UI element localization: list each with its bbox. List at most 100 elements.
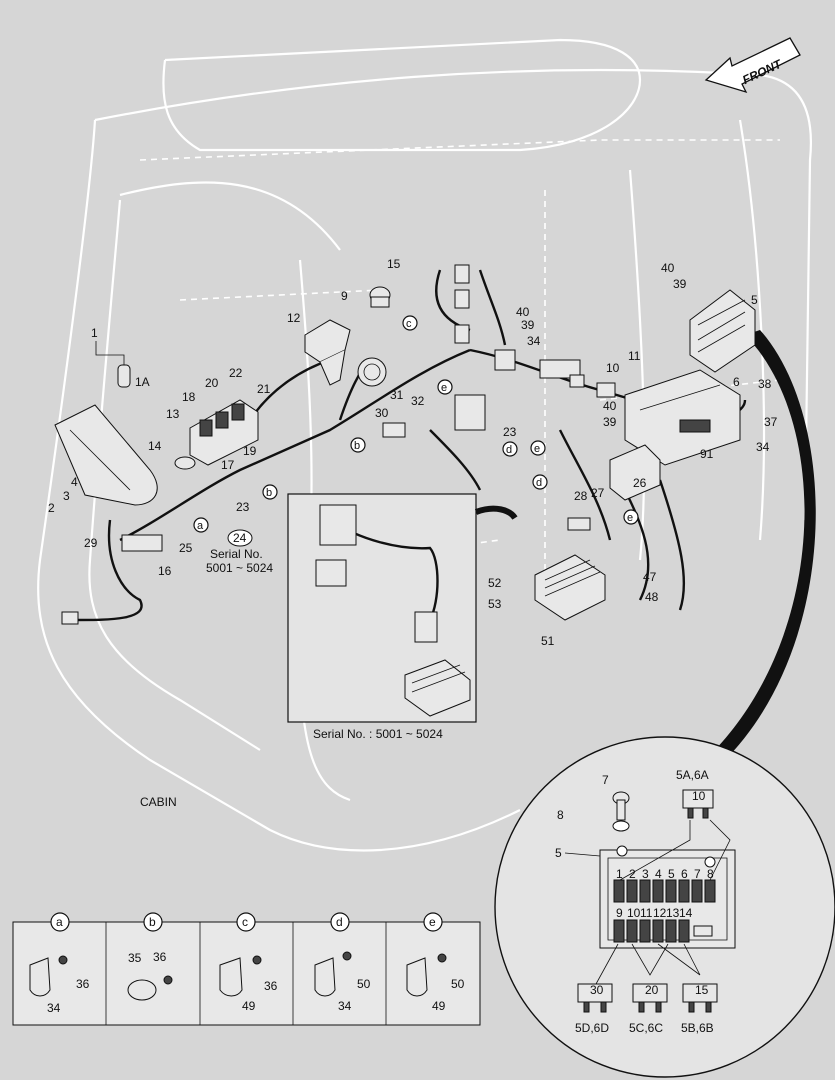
callouts: 1 1A 2 3 4 5 6 9 10 11 12 13 14 15 16 17…	[48, 257, 778, 651]
svg-text:10: 10	[627, 906, 641, 920]
cabin-label: CABIN	[140, 795, 177, 809]
clip-ref-e-2: e	[534, 443, 540, 455]
svg-text:34: 34	[338, 999, 352, 1013]
svg-text:50: 50	[451, 977, 465, 991]
callout-39-b: 39	[521, 318, 535, 332]
svg-text:12: 12	[653, 906, 667, 920]
converter-51	[534, 554, 606, 621]
callout-20: 20	[205, 376, 219, 390]
serial-note-inset: Serial No. : 5001 ~ 5024	[313, 727, 443, 741]
svg-text:b: b	[149, 915, 156, 929]
callout-27: 27	[591, 486, 605, 500]
callout-40-b: 40	[516, 305, 530, 319]
svg-text:50: 50	[357, 977, 371, 991]
callout-17: 17	[221, 458, 235, 472]
callout-9: 9	[341, 289, 348, 303]
clip-ref-c: c	[406, 318, 412, 330]
callout-23-right: 23	[503, 425, 517, 439]
clip-ref-d-1: d	[506, 444, 512, 456]
fuse-10a: 10 5A,6A	[619, 768, 731, 881]
svg-text:1: 1	[616, 867, 623, 881]
callout-37: 37	[764, 415, 778, 429]
svg-text:36: 36	[153, 950, 167, 964]
callout-2: 2	[48, 501, 55, 515]
legend-cell-d: d 50 34	[314, 912, 371, 1013]
svg-text:c: c	[242, 915, 248, 929]
callout-22: 22	[229, 366, 243, 380]
fuse-detail-circle: 1 2 3 4 5 6 7 8 9 10 11 12 13 14 7 8 5 1…	[494, 736, 835, 1078]
legend-cell-e: e 50 49	[406, 912, 465, 1013]
connector-block	[567, 517, 591, 531]
svg-text:7: 7	[694, 867, 701, 881]
callout-38: 38	[758, 377, 772, 391]
callout-16: 16	[158, 564, 172, 578]
inset-serial-box: Serial No. : 5001 ~ 5024	[287, 493, 518, 741]
callout-91: 91	[700, 447, 714, 461]
callout-19: 19	[243, 444, 257, 458]
svg-text:13: 13	[666, 906, 680, 920]
svg-text:49: 49	[432, 999, 446, 1013]
fuse-slots-bottom	[613, 919, 713, 943]
serial-note-line2: 5001 ~ 5024	[206, 561, 273, 575]
legend-cell-c: c 36 49	[219, 912, 278, 1013]
callout-29: 29	[84, 536, 98, 550]
svg-text:15: 15	[695, 983, 709, 997]
callout-39-a: 39	[673, 277, 687, 291]
svg-text:a: a	[56, 915, 63, 929]
controller-91	[624, 369, 741, 466]
serial-ref-24: 24	[233, 531, 247, 545]
callout-14: 14	[148, 439, 162, 453]
callout-18: 18	[182, 390, 196, 404]
callout-1: 1	[91, 326, 98, 340]
relay-module	[609, 444, 661, 501]
svg-text:35: 35	[128, 951, 142, 965]
clip-ref-d-2: d	[536, 477, 542, 489]
fuse-slots-top	[613, 879, 716, 903]
fuse-label-5a6a: 5A,6A	[676, 768, 709, 782]
callout-40-c: 40	[603, 399, 617, 413]
callout-6: 6	[733, 375, 740, 389]
callout-12: 12	[287, 311, 301, 325]
svg-text:6: 6	[681, 867, 688, 881]
speaker	[357, 357, 387, 387]
callout-4: 4	[71, 475, 78, 489]
clip-refs: a b b c d d e e e	[193, 315, 639, 533]
fuse-label-5c6c: 5C,6C	[629, 1021, 663, 1035]
fuse-label-5d6d: 5D,6D	[575, 1021, 609, 1035]
cigar-lighter	[174, 456, 196, 470]
serial-note-line1: Serial No.	[210, 547, 263, 561]
detail-callout-8: 8	[557, 808, 564, 822]
serial-ref: 24 Serial No. 5001 ~ 5024	[206, 529, 273, 575]
callout-52: 52	[488, 576, 502, 590]
legend-cell-a: a 36 34	[29, 912, 90, 1015]
cab-light-assembly	[54, 364, 158, 506]
callout-13: 13	[166, 407, 180, 421]
svg-text:36: 36	[264, 979, 278, 993]
callout-3: 3	[63, 489, 70, 503]
callout-32: 32	[411, 394, 425, 408]
fuse-label-5b6b: 5B,6B	[681, 1021, 714, 1035]
svg-text:49: 49	[242, 999, 256, 1013]
switch-box-16	[121, 534, 163, 552]
callout-40-a: 40	[661, 261, 675, 275]
clip-ref-e-3: e	[627, 512, 633, 524]
callout-51: 51	[541, 634, 555, 648]
beacon	[369, 286, 391, 308]
svg-text:2: 2	[629, 867, 636, 881]
callout-34-a: 34	[527, 334, 541, 348]
detail-callout-7: 7	[602, 773, 609, 787]
callout-23-main: 23	[236, 500, 250, 514]
svg-text:4: 4	[655, 867, 662, 881]
harness-plug	[61, 611, 79, 625]
svg-text:20: 20	[645, 983, 659, 997]
callout-53: 53	[488, 597, 502, 611]
fuse-slot-numbers-top: 1 2 3 4 5 6 7 8	[616, 867, 714, 881]
clip-ref-b-2: b	[354, 440, 360, 452]
callout-21: 21	[257, 382, 271, 396]
detail-leader	[705, 330, 816, 765]
callout-25: 25	[179, 541, 193, 555]
svg-text:11: 11	[640, 906, 653, 920]
svg-text:e: e	[429, 915, 436, 929]
